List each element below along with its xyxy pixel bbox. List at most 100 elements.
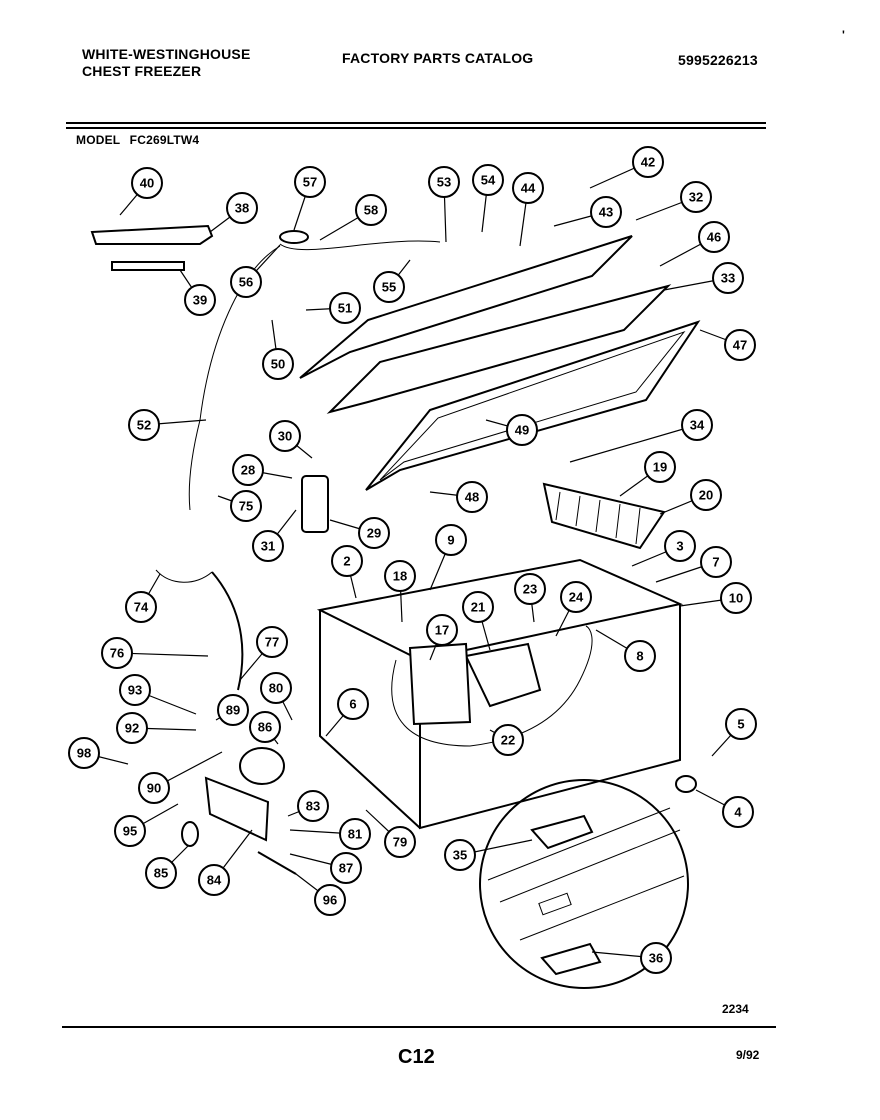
callout-bubble [690,479,722,511]
callout-label: 36 [649,951,663,966]
figure-number: 2234 [722,1002,749,1016]
callout-56: 56 [230,266,262,298]
callout-label: 22 [501,733,515,748]
callout-5: 5 [725,708,757,740]
callout-92: 92 [116,712,148,744]
callout-label: 5 [737,717,744,732]
callout-bubble [314,884,346,916]
callout-label: 76 [110,646,124,661]
model-number: FC269LTW4 [129,133,200,147]
callout-36: 36 [640,942,672,974]
callout-bubble [114,815,146,847]
callout-label: 24 [569,590,584,605]
callout-44: 44 [512,172,544,204]
callout-86: 86 [249,711,281,743]
model-label: MODEL [76,133,121,147]
callout-bubble [331,545,363,577]
callout-label: 20 [699,488,713,503]
page-code: C12 [398,1046,435,1068]
callout-label: 89 [226,703,240,718]
callout-label: 47 [733,338,747,353]
callout-6: 6 [337,688,369,720]
callout-52: 52 [128,409,160,441]
callout-bubble [512,172,544,204]
callout-42: 42 [632,146,664,178]
callout-55: 55 [373,271,405,303]
callout-bubble [226,192,258,224]
callout-2: 2 [331,545,363,577]
callout-bubble [384,560,416,592]
callout-label: 95 [123,824,137,839]
callout-3: 3 [664,530,696,562]
callout-77: 77 [256,626,288,658]
cabinet-front [419,604,681,830]
lid-liner [326,284,672,414]
mounting-bracket [257,851,297,875]
callout-85: 85 [145,857,177,889]
fan-blade [181,821,199,847]
callout-label: 50 [271,357,285,372]
callout-10: 10 [720,582,752,614]
callout-bubble [217,694,249,726]
callout-34: 34 [681,409,713,441]
callout-80: 80 [260,672,292,704]
callout-35: 35 [444,839,476,871]
callout-bubble [260,672,292,704]
callout-bubble [722,796,754,828]
callout-label: 51 [338,301,352,316]
callout-19: 19 [644,451,676,483]
divider-panel [408,642,472,726]
callout-bubble [232,454,264,486]
callout-47: 47 [724,329,756,361]
basket [542,482,666,550]
rear-grille [204,776,270,842]
callout-39: 39 [184,284,216,316]
compressor [239,747,285,785]
callout-label: 33 [721,271,735,286]
callout-bubble [116,712,148,744]
control-panel [90,224,214,245]
cabinet-side [319,610,421,829]
callout-bubble [632,146,664,178]
callout-label: 98 [77,746,91,761]
callout-label: 56 [239,275,253,290]
callout-label: 21 [471,600,485,615]
callout-label: 92 [125,721,139,736]
callout-33: 33 [712,262,744,294]
callout-bubble [725,708,757,740]
callout-label: 52 [137,418,151,433]
detail-rail-1 [487,807,671,881]
callout-20: 20 [690,479,722,511]
callout-label: 80 [269,681,283,696]
callout-bubble [506,414,538,446]
corner-mark: ' [842,28,845,42]
lid-gasket-inner [379,330,686,481]
basket-bars [555,491,641,545]
callout-98: 98 [68,737,100,769]
callout-bubble [198,864,230,896]
callout-label: 84 [207,873,222,888]
callout-90: 90 [138,772,170,804]
power-cord [211,571,244,691]
callout-48: 48 [456,481,488,513]
callout-bubble [355,194,387,226]
callout-label: 49 [515,423,529,438]
callout-label: 6 [349,697,356,712]
callout-label: 54 [481,173,496,188]
callout-bubble [700,546,732,578]
callout-bubble [101,637,133,669]
callout-57: 57 [294,166,326,198]
callout-87: 87 [330,852,362,884]
callout-bubble [358,517,390,549]
part-drawings [90,224,701,989]
callout-bubble [262,348,294,380]
callout-bubble [664,530,696,562]
callout-bubble [462,591,494,623]
callout-8: 8 [624,640,656,672]
brand-block: WHITE-WESTINGHOUSE CHEST FREEZER [82,46,250,80]
callout-label: 38 [235,201,249,216]
callout-bubble [428,166,460,198]
callout-53: 53 [428,166,460,198]
